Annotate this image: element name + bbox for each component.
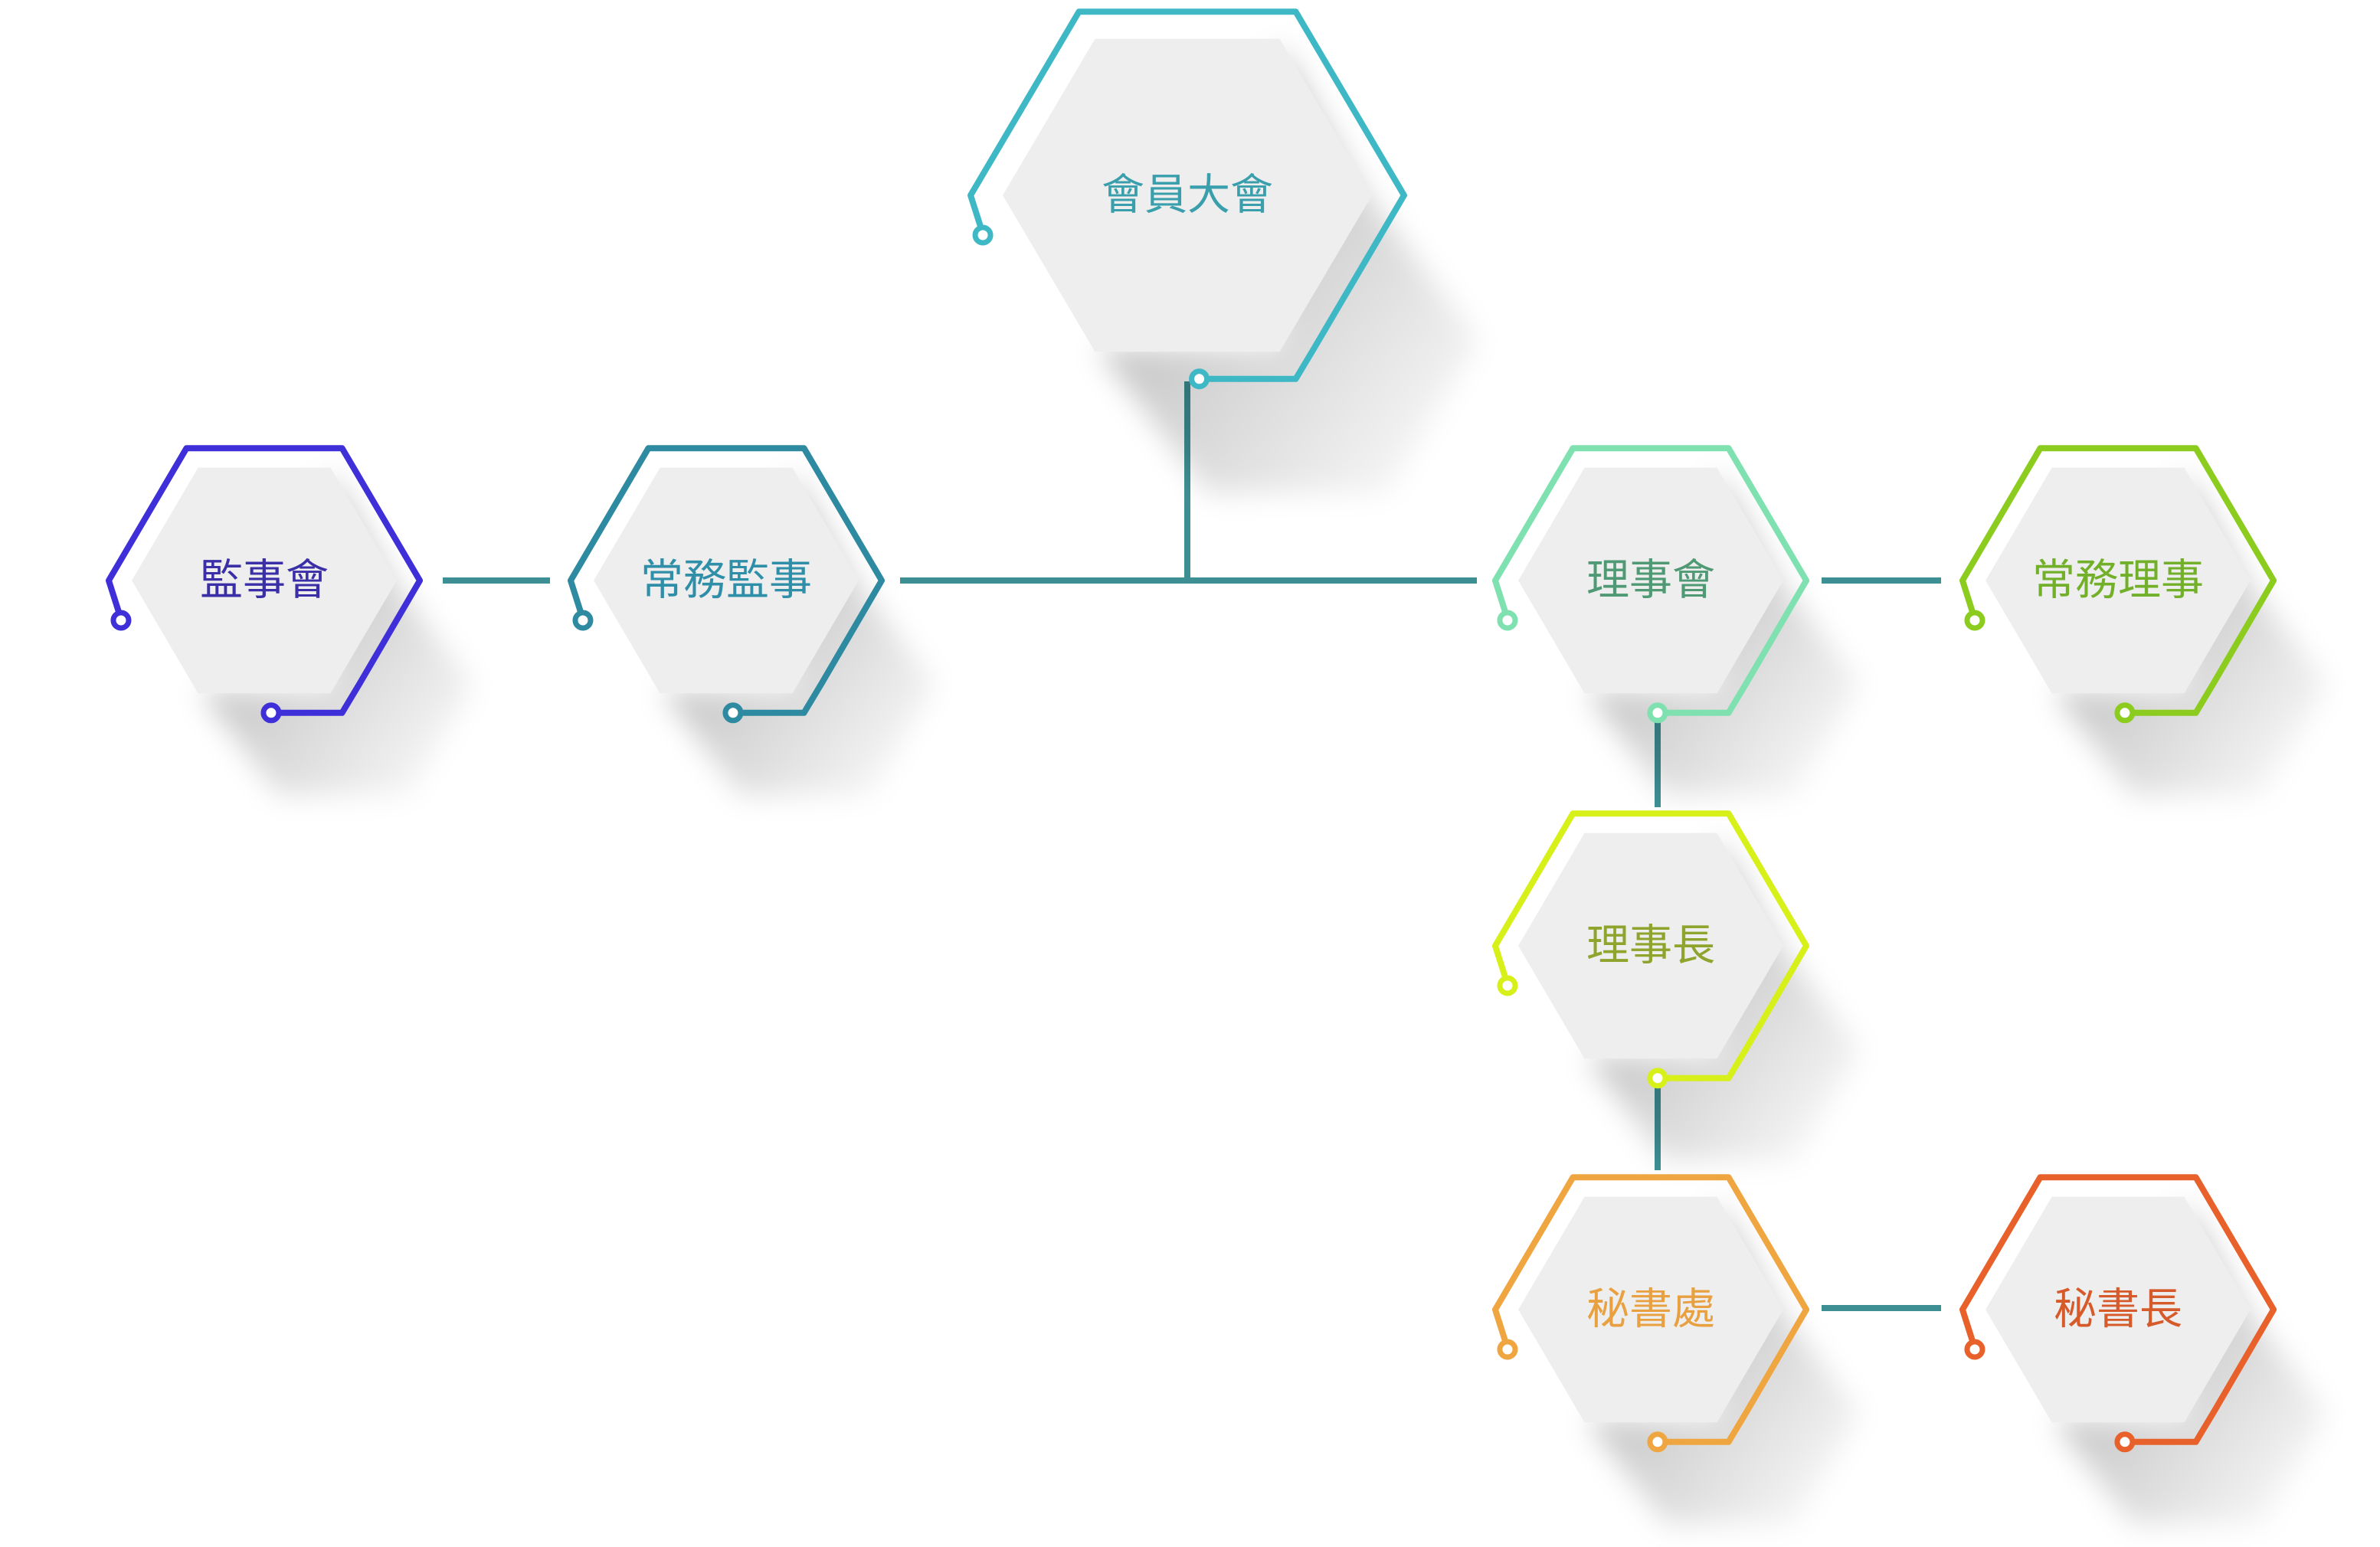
- node-standing-supervisors: 常務監事: [567, 445, 935, 795]
- terminal-dot: [1647, 1068, 1668, 1089]
- terminal-dot: [1497, 1339, 1518, 1360]
- node-label: 理事會: [1586, 556, 1715, 606]
- terminal-dot: [1497, 610, 1518, 631]
- node-label: 監事會: [200, 556, 329, 606]
- node-secretary-general: 秘書長: [1959, 1174, 2327, 1524]
- terminal-dot: [1647, 702, 1668, 724]
- terminal-dot: [572, 610, 594, 631]
- node-body: [594, 467, 859, 694]
- node-outline: [1491, 810, 1810, 1081]
- node-chairman: 理事長: [1491, 810, 1860, 1160]
- node-label: 常務監事: [640, 556, 812, 606]
- terminal-dot: [260, 702, 282, 724]
- node-body: [1518, 467, 1783, 694]
- node-body: [1986, 467, 2251, 694]
- node-label: 秘書長: [2054, 1285, 2182, 1335]
- terminal-dot: [1647, 1431, 1668, 1453]
- terminal-dot: [972, 224, 994, 246]
- node-standing-directors: 常務理事: [1959, 445, 2327, 795]
- node-assembly: 會員大會: [967, 8, 1478, 493]
- node-board: 理事會: [1491, 445, 1860, 795]
- node-outline: [1491, 445, 1810, 716]
- node-body: [132, 467, 397, 694]
- node-outline: [567, 445, 886, 716]
- node-body: [1518, 1196, 1783, 1423]
- node-supervisors: 監事會: [105, 445, 473, 795]
- node-label: 秘書處: [1586, 1285, 1715, 1335]
- terminal-dot: [1964, 610, 1986, 631]
- node-outline: [1959, 445, 2277, 716]
- terminal-dot: [110, 610, 132, 631]
- node-outline: [1959, 1174, 2277, 1445]
- node-body: [1002, 38, 1373, 352]
- terminal-dot: [2114, 702, 2136, 724]
- terminal-dot: [2114, 1431, 2136, 1453]
- terminal-dot: [1189, 368, 1210, 390]
- terminal-dot: [1964, 1339, 1986, 1360]
- node-body: [1518, 832, 1783, 1059]
- node-label: 常務理事: [2032, 556, 2204, 606]
- node-label: 會員大會: [1102, 171, 1273, 221]
- node-outline: [967, 8, 1407, 382]
- terminal-dot: [722, 702, 744, 724]
- node-outline: [1491, 1174, 1810, 1445]
- node-outline: [105, 445, 424, 716]
- node-label: 理事長: [1586, 921, 1715, 971]
- node-secretariat: 秘書處: [1491, 1174, 1860, 1524]
- terminal-dot: [1497, 975, 1518, 996]
- node-body: [1986, 1196, 2251, 1423]
